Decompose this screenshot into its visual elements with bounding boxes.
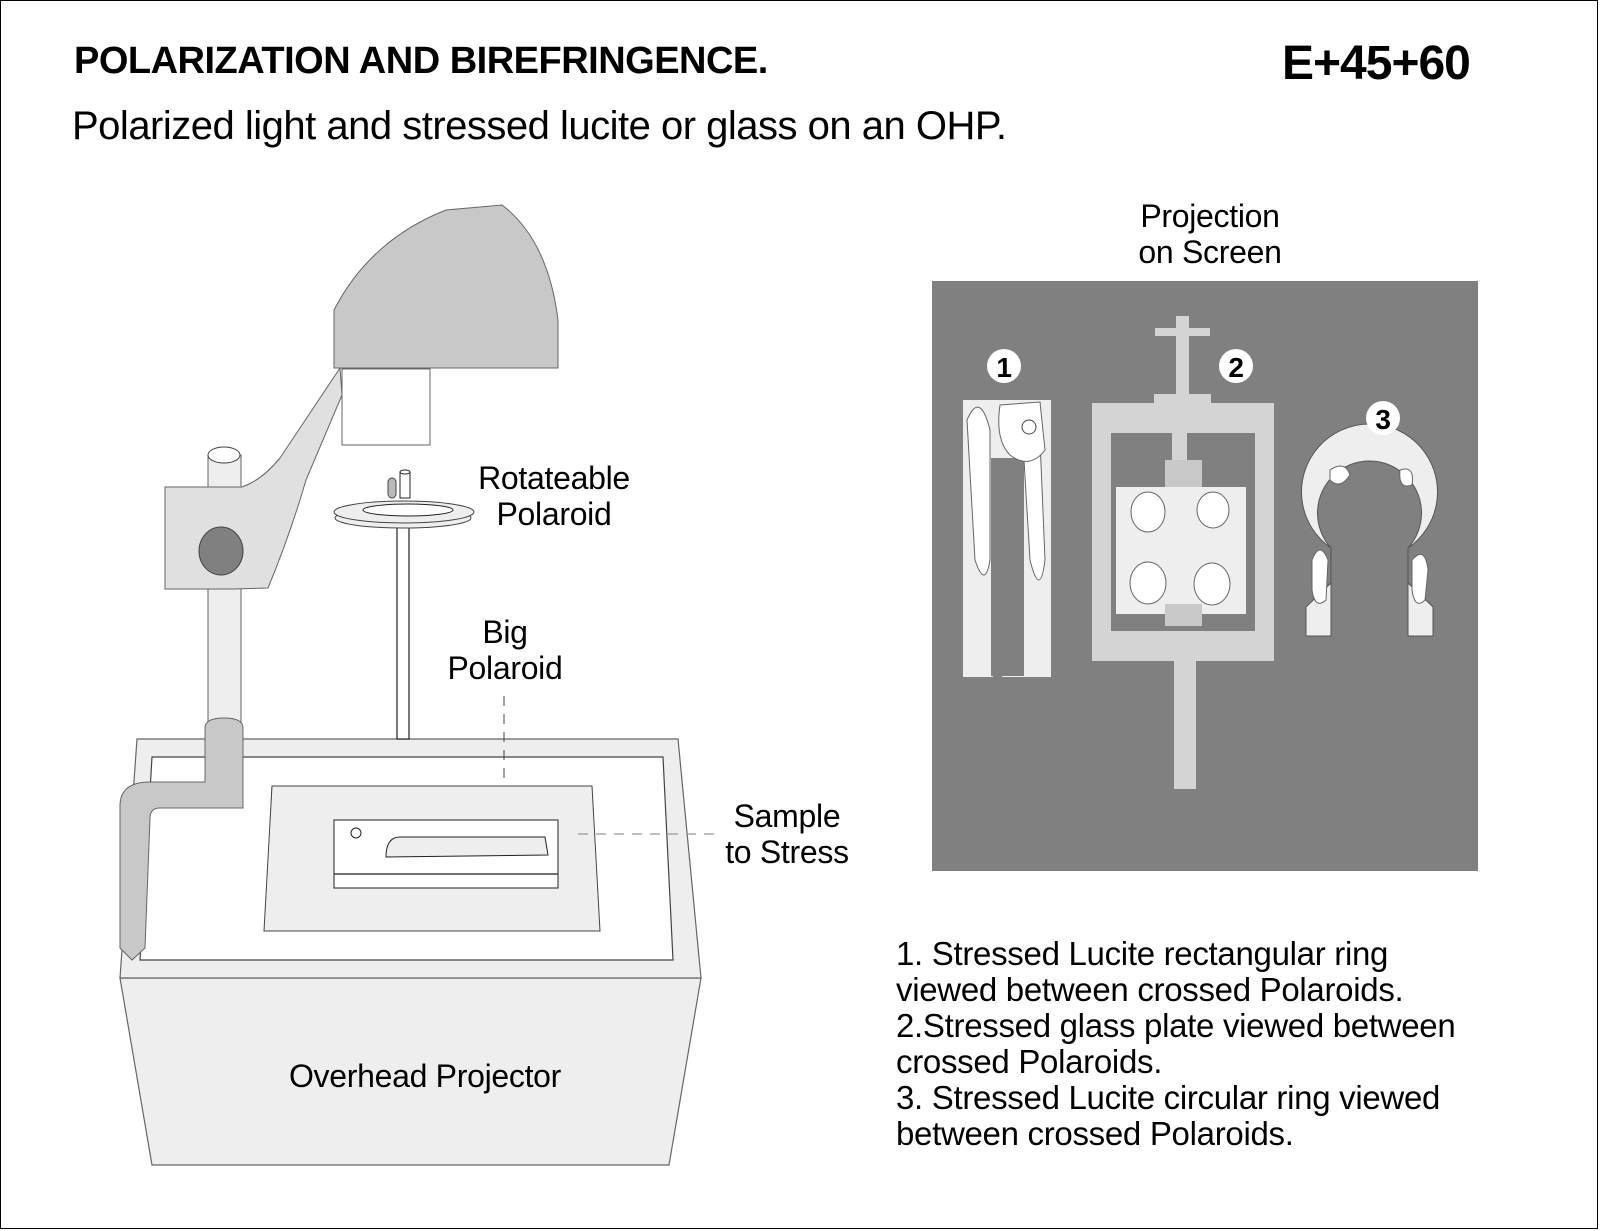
projection-title-line-1: Projection bbox=[1140, 198, 1280, 234]
clamp-knob bbox=[198, 526, 244, 576]
sample-line-2: to Stress bbox=[725, 834, 849, 870]
overhead-projector-illustration bbox=[119, 204, 714, 1166]
marker-3 bbox=[1366, 401, 1400, 435]
rotateable-polaroid-line-1: Rotateable bbox=[478, 460, 630, 496]
sample-line-1: Sample bbox=[733, 798, 841, 834]
projection-title-line-2: on Screen bbox=[1138, 234, 1282, 270]
projection-title: Projection on Screen bbox=[1110, 198, 1310, 270]
caption-line: viewed between crossed Polaroids. bbox=[896, 971, 1404, 1008]
caption-list: 1. Stressed Lucite rectangular ring view… bbox=[896, 935, 1456, 1152]
head-arm-bracket bbox=[164, 366, 343, 590]
caption-line: crossed Polaroids. bbox=[896, 1043, 1163, 1080]
marker-1-label: 1 bbox=[996, 352, 1012, 383]
polaroid-rod bbox=[396, 504, 410, 740]
marker-2-label: 2 bbox=[1228, 352, 1244, 383]
experiment-code: E+45+60 bbox=[1282, 37, 1471, 90]
big-polaroid-label: Big Polaroid bbox=[430, 614, 580, 686]
caption-line: 1. Stressed Lucite rectangular ring bbox=[896, 935, 1389, 972]
rotateable-polaroid bbox=[333, 469, 475, 529]
big-polaroid-line-1: Big bbox=[482, 614, 528, 650]
sample-1-rectangular-ring bbox=[963, 349, 1051, 677]
rotateable-polaroid-label: Rotateable Polaroid bbox=[464, 460, 644, 532]
sample-to-stress bbox=[333, 819, 559, 889]
caption-line: between crossed Polaroids. bbox=[896, 1115, 1294, 1152]
caption-line: 3. Stressed Lucite circular ring viewed bbox=[896, 1079, 1441, 1116]
marker-2 bbox=[1219, 349, 1253, 383]
stand-base-clamp bbox=[119, 717, 244, 961]
overhead-projector-label: Overhead Projector bbox=[288, 1058, 562, 1094]
projector-lens-box bbox=[341, 368, 431, 446]
sample-3-circular-ring bbox=[1301, 401, 1438, 637]
big-polaroid-line-2: Polaroid bbox=[447, 650, 563, 686]
projection-screen bbox=[932, 281, 1478, 871]
marker-1 bbox=[987, 349, 1021, 383]
rotateable-polaroid-line-2: Polaroid bbox=[496, 496, 612, 532]
page-title: POLARIZATION AND BIREFRINGENCE. bbox=[74, 40, 768, 82]
sample-2-glass-plate-press bbox=[1092, 316, 1274, 789]
marker-3-label: 3 bbox=[1375, 404, 1391, 435]
sample-to-stress-label: Sample to Stress bbox=[712, 798, 862, 870]
page-subtitle: Polarized light and stressed lucite or g… bbox=[72, 104, 1007, 148]
stand-post-top bbox=[207, 446, 241, 464]
caption-line: 2.Stressed glass plate viewed between bbox=[896, 1007, 1456, 1044]
projector-head bbox=[333, 204, 559, 369]
